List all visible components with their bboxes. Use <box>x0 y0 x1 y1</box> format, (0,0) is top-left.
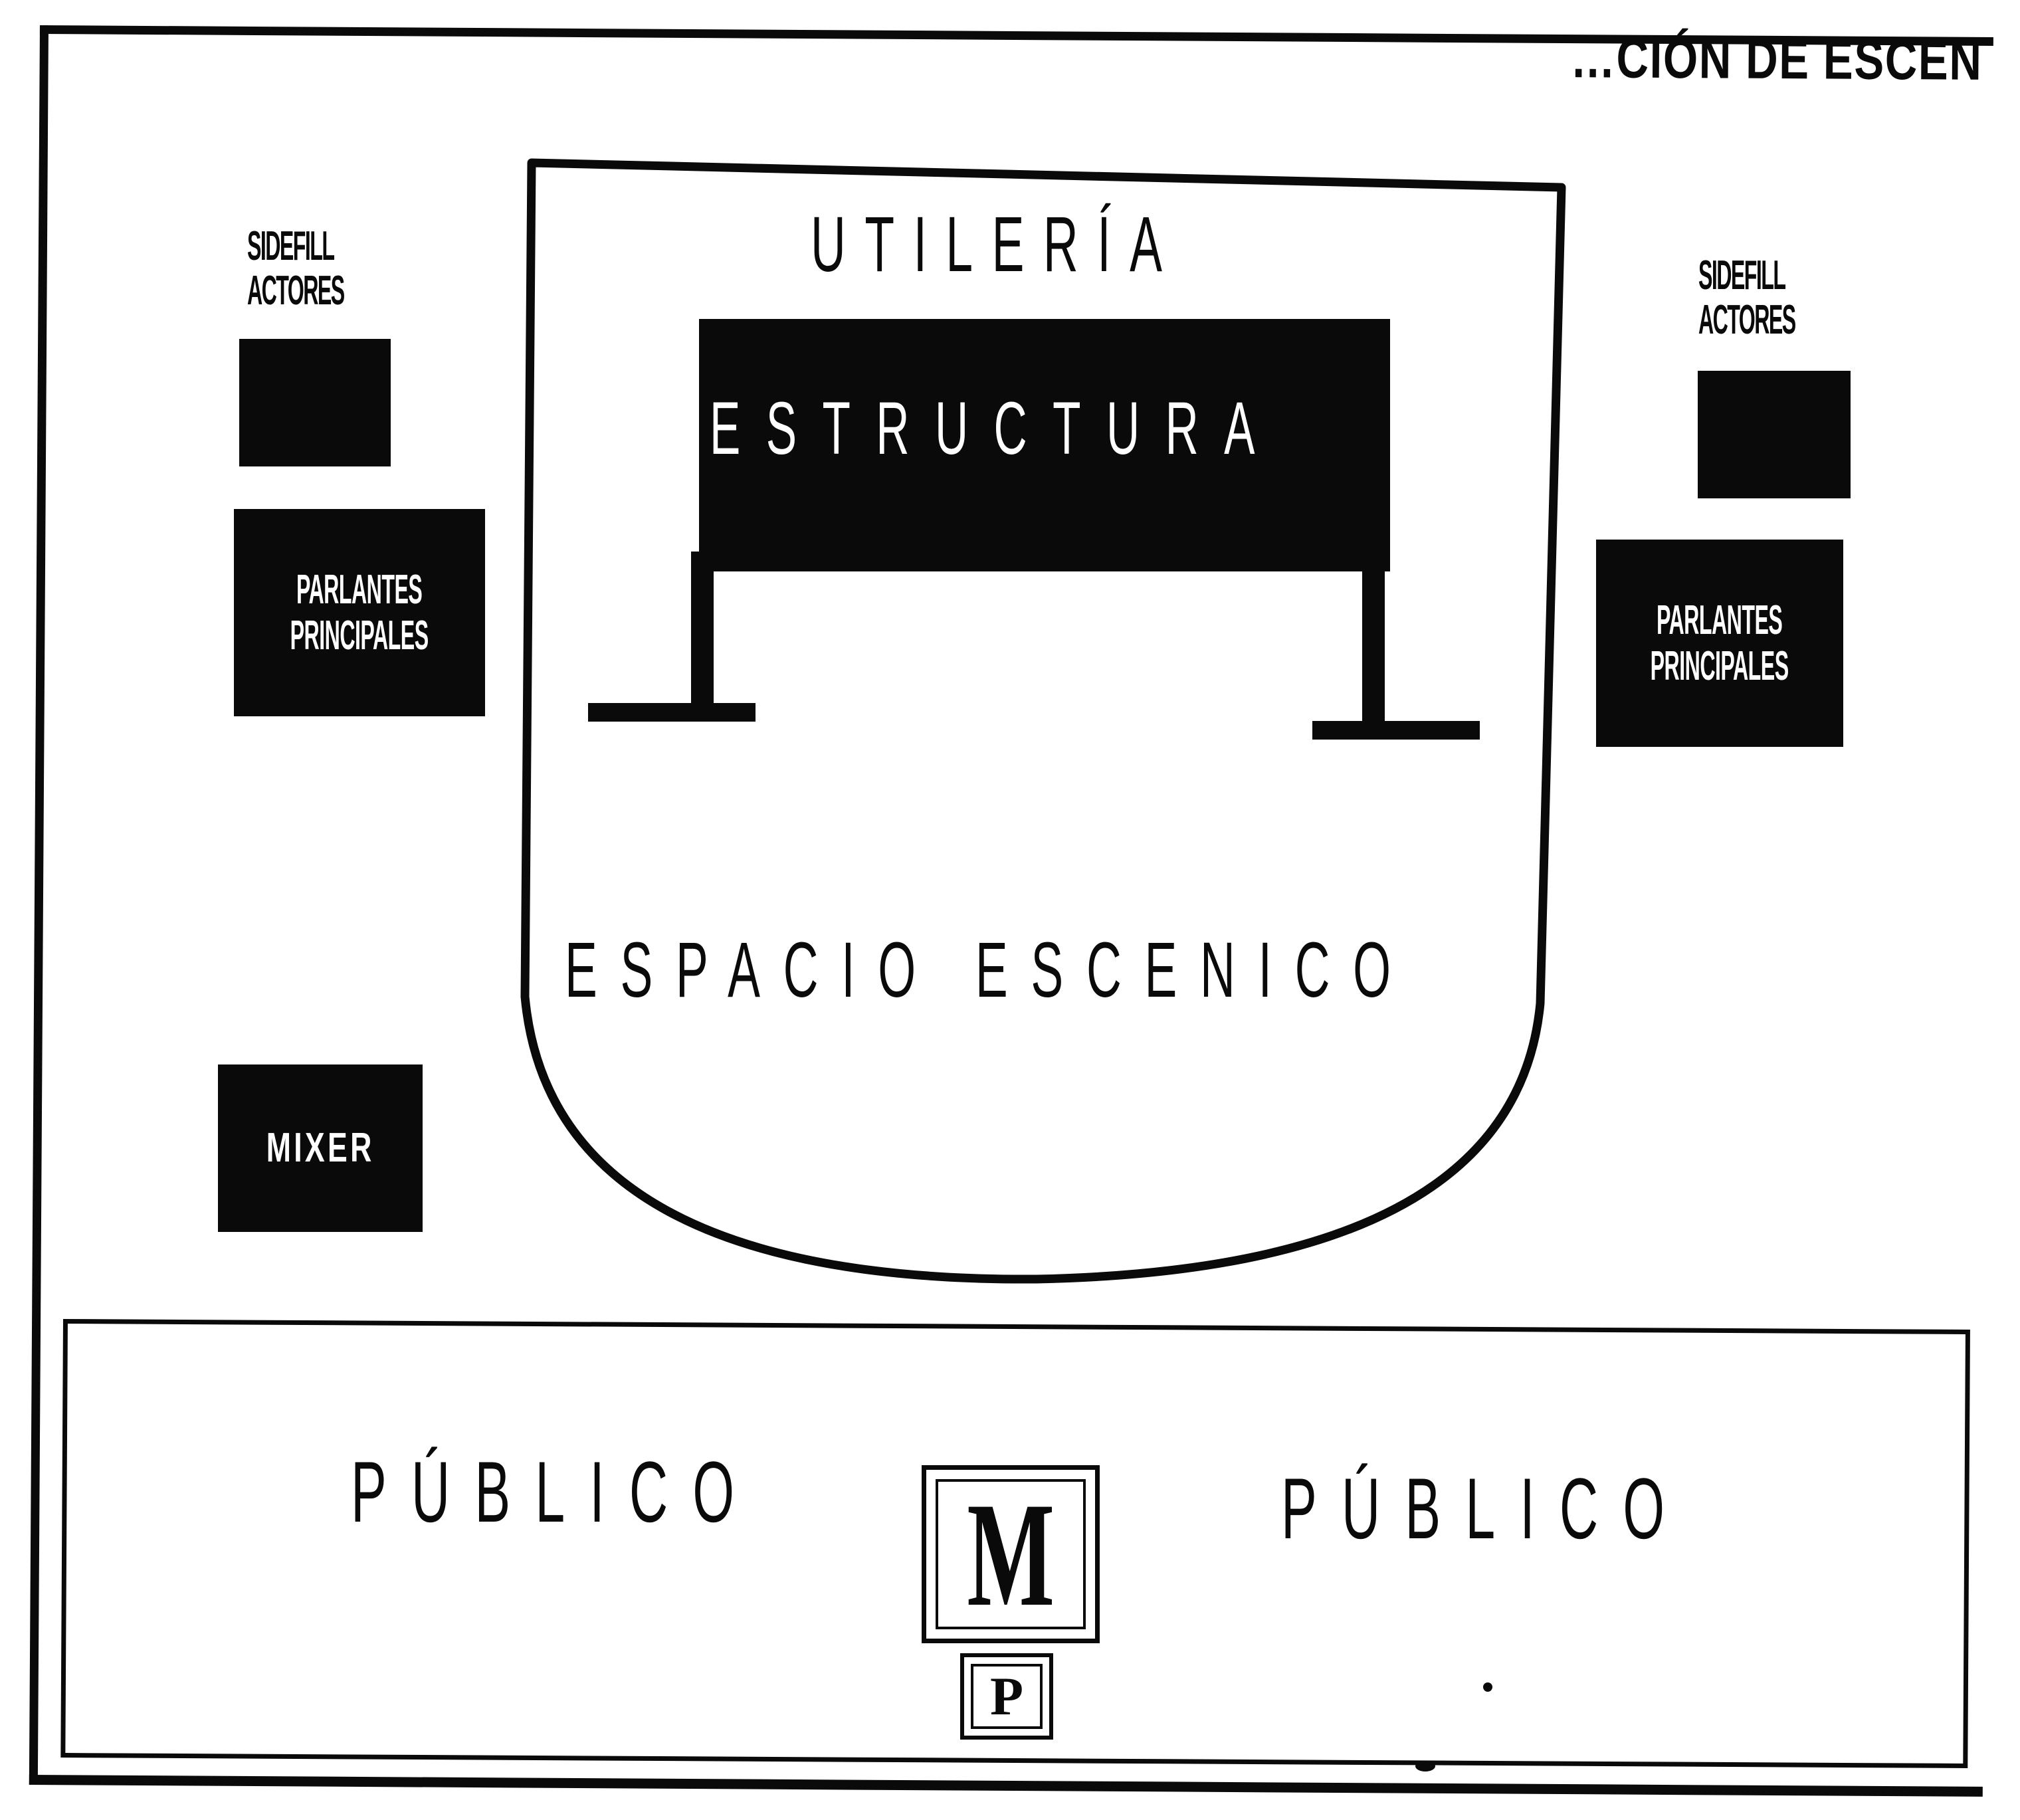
p-label: P <box>989 1666 1024 1726</box>
mixer-box: MIXER <box>218 1064 423 1232</box>
monitor-m-label: M <box>967 1470 1055 1637</box>
ink-speck <box>1483 1682 1492 1692</box>
utileria-label: UTILERÍA <box>811 201 1181 288</box>
left-sidefill-box <box>239 339 391 466</box>
estructura-right-leg <box>1362 558 1385 728</box>
right-sidefill-box <box>1698 371 1851 498</box>
monitor-m-box: M <box>922 1465 1100 1643</box>
estructura-left-foot <box>588 703 756 722</box>
publico-left-label: PÚBLICO <box>351 1443 759 1540</box>
estructura-block <box>699 319 1390 571</box>
stage-outline <box>520 158 1566 1284</box>
espacio-escenico-label: ESPACIO ESCENICO <box>565 926 1414 1014</box>
estructura-left-leg <box>691 552 714 721</box>
estructura-label: ESTRUCTURA <box>710 387 1280 470</box>
ink-speck <box>1415 1761 1435 1771</box>
estructura-right-foot <box>1312 721 1480 740</box>
publico-right-label: PÚBLICO <box>1281 1460 1690 1557</box>
p-box: P <box>960 1653 1053 1740</box>
